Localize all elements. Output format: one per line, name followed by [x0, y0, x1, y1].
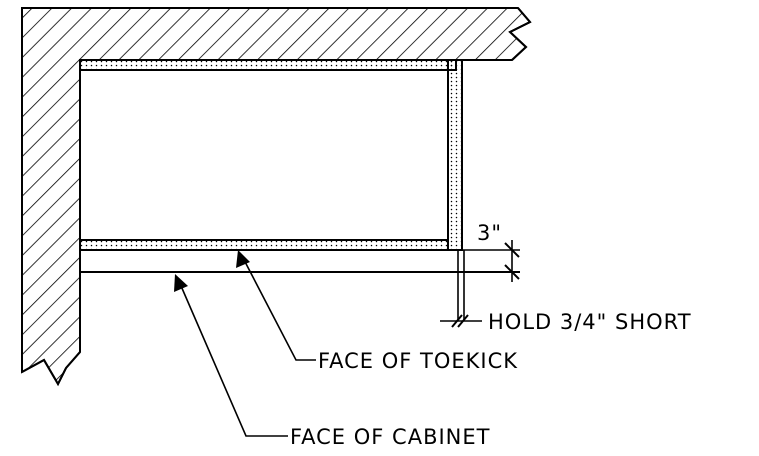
side-panel	[447, 59, 463, 251]
cabinet-arrowhead	[174, 274, 188, 292]
face-of-toekick-label: FACE OF TOEKICK	[318, 349, 518, 373]
dimension-tick-top	[504, 242, 520, 258]
dimension-3in-label: 3"	[477, 221, 502, 245]
toekick-leader	[241, 255, 316, 361]
cabinet-leader	[177, 278, 288, 437]
hold-tick-1	[451, 314, 463, 328]
top-panel	[79, 59, 457, 71]
hold-short-label: HOLD 3/4" SHORT	[488, 310, 692, 334]
toekick-arrowhead	[236, 250, 250, 268]
bottom-break-line	[21, 351, 81, 387]
hold-tick-2	[457, 314, 469, 328]
toekick-panel	[79, 239, 449, 251]
face-of-cabinet-label: FACE OF CABINET	[290, 425, 490, 449]
top-break-line	[508, 7, 532, 61]
dimension-tick-bottom	[504, 264, 520, 280]
cabinet-box	[79, 69, 449, 241]
